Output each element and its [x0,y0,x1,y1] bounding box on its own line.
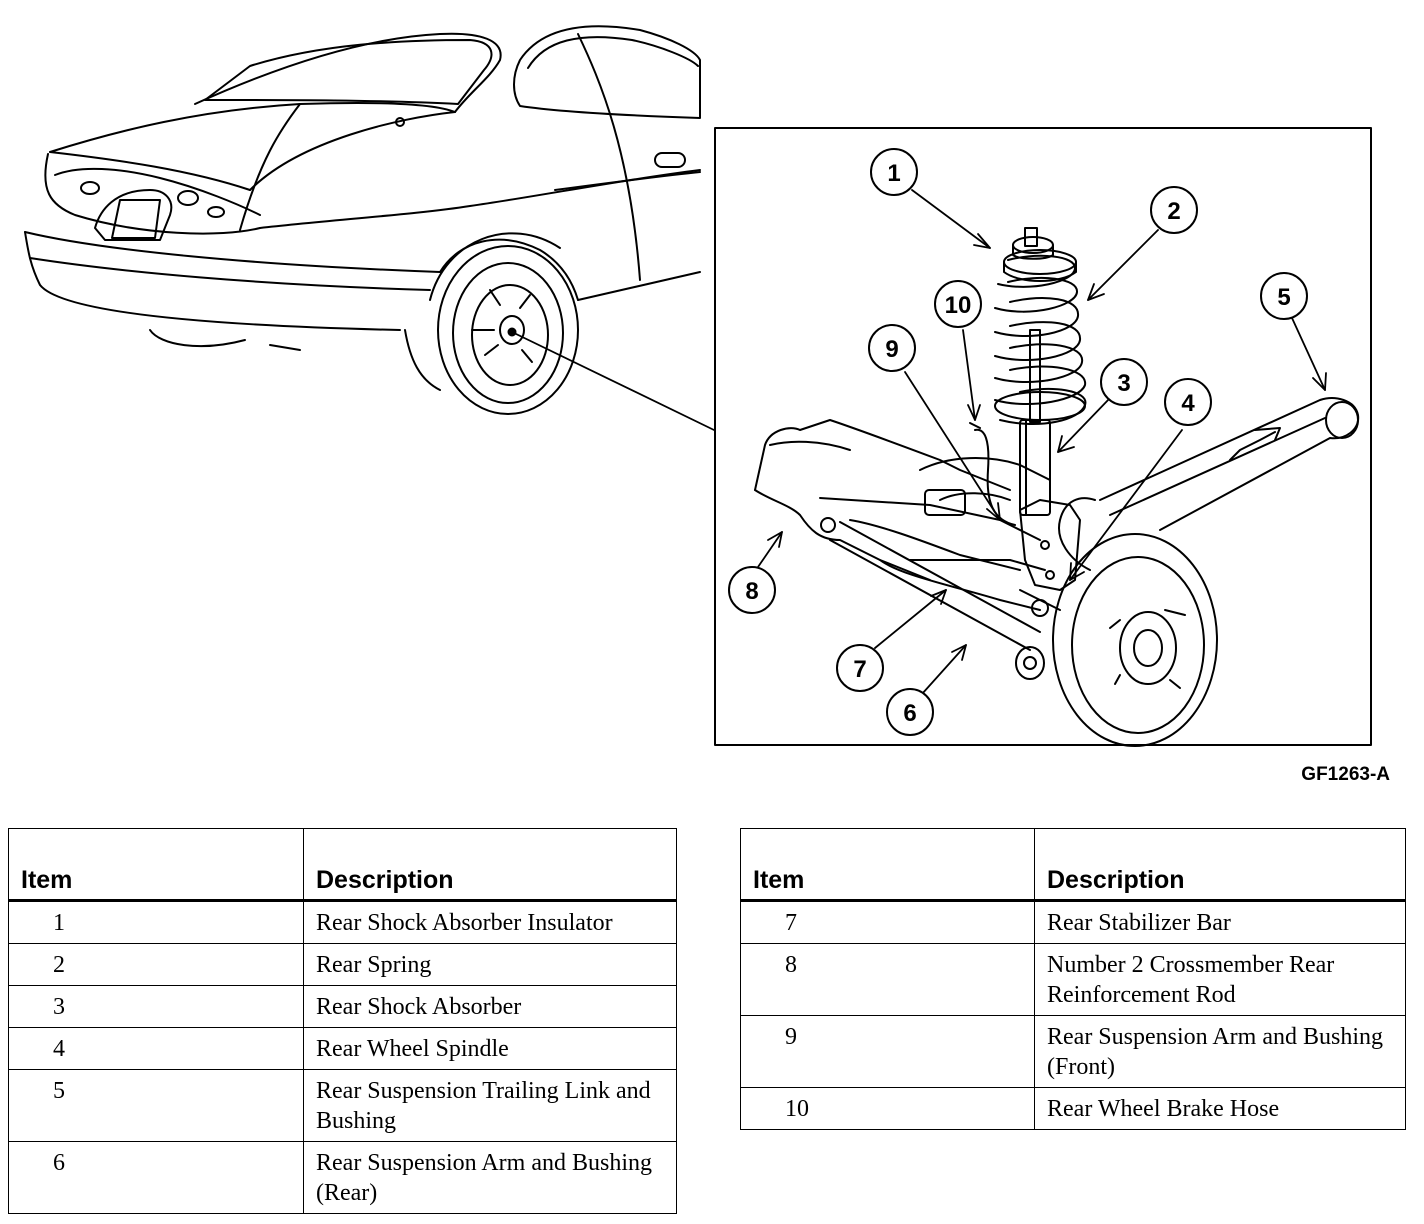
car-illustration [24,25,715,431]
illustration: 1 2 3 4 5 6 7 8 9 10 [24,25,1372,747]
item-description: Rear Shock Absorber Insulator [303,900,677,944]
table-row: 10 Rear Wheel Brake Hose [740,1087,1406,1130]
item-column-header: Item [8,828,304,901]
table-row: 9 Rear Suspension Arm and Bushing (Front… [740,1015,1406,1088]
item-description: Rear Stabilizer Bar [1034,900,1406,944]
item-description: Rear Spring [303,943,677,986]
item-number: 8 [740,943,1035,1016]
svg-text:1: 1 [887,160,900,187]
table-row: 5 Rear Suspension Trailing Link and Bush… [8,1069,677,1142]
callout-3: 3 [1100,358,1148,406]
table-row: 2 Rear Spring [8,943,677,986]
item-number: 2 [8,943,304,986]
table-header-row: Item Description [8,828,677,901]
figure-code: GF1263-A [1301,764,1390,785]
item-description: Rear Wheel Spindle [303,1027,677,1070]
svg-text:10: 10 [945,292,972,319]
item-description: Rear Shock Absorber [303,985,677,1028]
svg-text:7: 7 [853,656,866,683]
item-number: 4 [8,1027,304,1070]
table-row: 8 Number 2 Crossmember Rear Reinforcemen… [740,943,1406,1016]
item-number: 10 [740,1087,1035,1130]
svg-text:2: 2 [1167,198,1180,225]
parts-table-left: Item Description 1 Rear Shock Absorber I… [8,828,677,1214]
item-number: 5 [8,1069,304,1142]
table-row: 6 Rear Suspension Arm and Bushing (Rear) [8,1141,677,1214]
item-description: Rear Suspension Arm and Bushing (Front) [1034,1015,1406,1088]
callout-2: 2 [1150,186,1198,234]
callout-7: 7 [836,644,884,692]
item-description: Number 2 Crossmember Rear Reinforcement … [1034,943,1406,1016]
callout-10: 10 [934,280,982,328]
item-number: 9 [740,1015,1035,1088]
item-column-header: Item [740,828,1035,901]
callout-1: 1 [870,148,918,196]
suspension-illustration [754,227,1360,747]
item-number: 6 [8,1141,304,1214]
item-number: 1 [8,900,304,944]
item-description: Rear Suspension Trailing Link and Bushin… [303,1069,677,1142]
svg-text:9: 9 [885,336,898,363]
callout-4: 4 [1164,378,1212,426]
inset-frame [714,127,1372,746]
callout-leaders [757,189,1327,695]
table-row: 7 Rear Stabilizer Bar [740,900,1406,944]
callout-9: 9 [868,324,916,372]
description-column-header: Description [1034,828,1406,901]
item-description: Rear Suspension Arm and Bushing (Rear) [303,1141,677,1214]
svg-text:6: 6 [903,700,916,727]
svg-text:8: 8 [745,578,758,605]
description-column-header: Description [303,828,677,901]
callout-8: 8 [728,566,776,614]
table-header-row: Item Description [740,828,1406,901]
parts-table-right: Item Description 7 Rear Stabilizer Bar 8… [740,828,1406,1130]
item-description: Rear Wheel Brake Hose [1034,1087,1406,1130]
table-row: 3 Rear Shock Absorber [8,985,677,1028]
table-row: 4 Rear Wheel Spindle [8,1027,677,1070]
item-number: 3 [8,985,304,1028]
svg-text:5: 5 [1277,284,1290,311]
table-row: 1 Rear Shock Absorber Insulator [8,900,677,944]
svg-text:4: 4 [1181,390,1195,417]
svg-text:3: 3 [1117,370,1130,397]
callout-5: 5 [1260,272,1308,320]
callout-6: 6 [886,688,934,736]
item-number: 7 [740,900,1035,944]
